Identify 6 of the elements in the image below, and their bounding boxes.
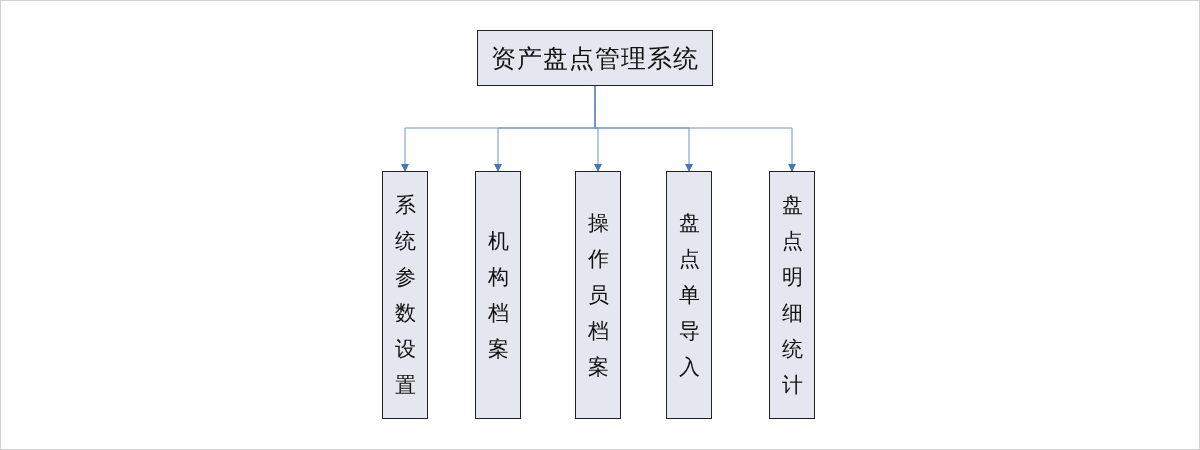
module-box: 盘点明细统计 xyxy=(769,171,815,419)
module-box: 系统参数设置 xyxy=(382,171,428,419)
module-box: 操作员档案 xyxy=(575,171,621,419)
module-box: 盘点单导入 xyxy=(666,171,712,419)
module-box: 机构档案 xyxy=(475,171,521,419)
system-box: 资产盘点管理系统 xyxy=(477,30,713,86)
